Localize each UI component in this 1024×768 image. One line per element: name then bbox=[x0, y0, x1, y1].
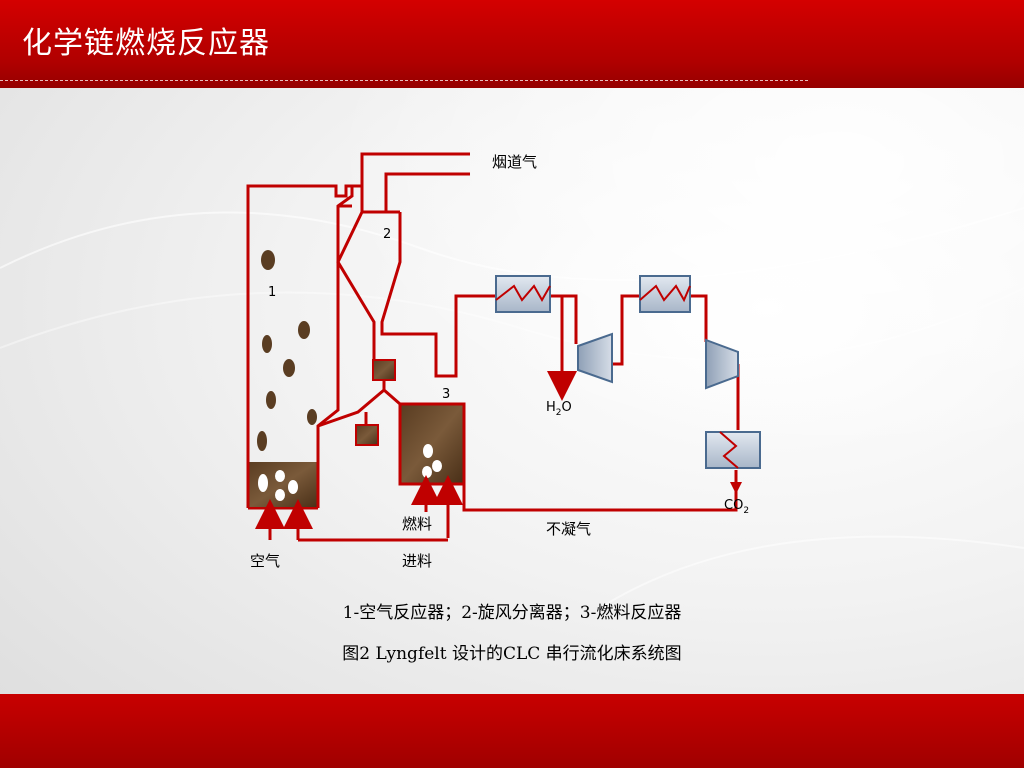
heat-exchanger-1 bbox=[495, 275, 551, 313]
label-feed: 进料 bbox=[402, 552, 432, 570]
loop-seal bbox=[372, 359, 396, 381]
fuel-inlet-arrows bbox=[411, 475, 463, 538]
turbine-1 bbox=[577, 332, 613, 384]
label-air-reactor-number: 1 bbox=[268, 285, 276, 300]
fuel-reactor-bed bbox=[401, 405, 463, 483]
label-h2o: H2O bbox=[546, 400, 572, 418]
return-seal bbox=[355, 424, 379, 446]
label-flue-gas: 烟道气 bbox=[492, 153, 537, 171]
downcomer-pipes bbox=[317, 380, 401, 428]
label-noncondensable-gas: 不凝气 bbox=[546, 520, 591, 538]
heat-exchanger-3 bbox=[705, 431, 761, 469]
air-reactor-bubbles bbox=[258, 470, 298, 501]
heat-exchanger-2 bbox=[639, 275, 691, 313]
co2-arrow-head bbox=[730, 482, 742, 494]
label-fuel-reactor-number: 3 bbox=[442, 387, 450, 402]
label-co2: CO2 bbox=[724, 498, 749, 516]
air-inlet-arrows bbox=[255, 499, 313, 540]
title-bar: 化学链燃烧反应器 bbox=[0, 0, 1024, 88]
slide-title: 化学链燃烧反应器 bbox=[22, 26, 270, 61]
label-fuel: 燃料 bbox=[402, 515, 432, 533]
cyclone-separator bbox=[336, 152, 496, 378]
title-divider bbox=[0, 80, 808, 81]
label-cyclone-number: 2 bbox=[383, 227, 391, 242]
footer-bar bbox=[0, 694, 1024, 768]
label-air: 空气 bbox=[250, 552, 280, 570]
legend-caption: 1-空气反应器；2-旋风分离器；3-燃料反应器 bbox=[342, 603, 682, 623]
turbine-2 bbox=[705, 338, 739, 390]
recycle-gas-pipe bbox=[298, 470, 738, 542]
air-reactor-particles bbox=[257, 250, 317, 451]
figure-caption: 图2 Lyngfelt 设计的CLC 串行流化床系统图 bbox=[342, 644, 682, 664]
